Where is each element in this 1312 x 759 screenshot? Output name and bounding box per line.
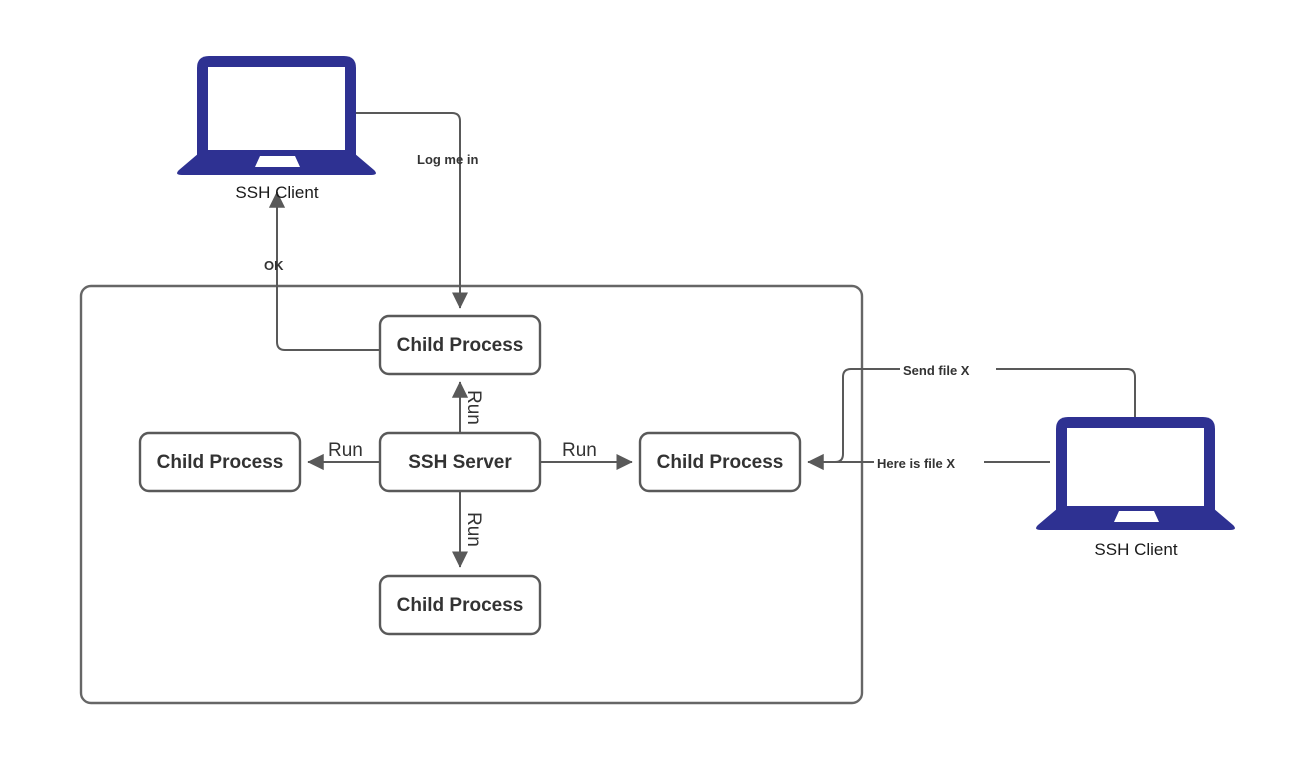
node-child-process-bottom[interactable]: Child Process bbox=[378, 574, 542, 636]
ssh-server-box[interactable] bbox=[378, 431, 542, 493]
ssh-client-right-label: SSH Client bbox=[1094, 540, 1177, 559]
laptop-trackpad-notch-right bbox=[1114, 511, 1159, 522]
connector-ok bbox=[268, 191, 380, 351]
ssh-server-label: SSH Server bbox=[408, 452, 512, 473]
node-child-process-right[interactable]: Child Process bbox=[638, 431, 802, 493]
child-process-left-box[interactable] bbox=[138, 431, 302, 493]
child-process-left-label: Child Process bbox=[157, 452, 284, 473]
laptop-screen-top bbox=[208, 67, 345, 150]
edge-label-run-up: Run bbox=[463, 390, 484, 425]
laptop-trackpad-notch-top bbox=[255, 156, 300, 167]
node-child-process-top[interactable]: Child Process bbox=[378, 314, 542, 376]
node-ssh-server[interactable]: SSH Server bbox=[378, 431, 542, 493]
edge-label-send-file-x: Send file X bbox=[903, 363, 970, 378]
edge-label-ok: OK bbox=[264, 258, 284, 273]
child-process-right-label: Child Process bbox=[657, 452, 784, 473]
ssh-server-host-boundary bbox=[79, 284, 864, 705]
child-process-bottom-label: Child Process bbox=[397, 595, 524, 616]
edge-label-run-left: Run bbox=[328, 440, 363, 461]
edge-label-log-me-in: Log me in bbox=[417, 152, 478, 167]
laptop-screen-right bbox=[1067, 428, 1204, 506]
node-child-process-left[interactable]: Child Process bbox=[138, 431, 302, 493]
ssh-client-top-laptop-icon bbox=[177, 56, 376, 175]
edge-label-run-down: Run bbox=[463, 512, 484, 547]
child-process-top-label: Child Process bbox=[397, 335, 524, 356]
connector-log-me-in bbox=[356, 112, 469, 309]
ssh-client-top-label: SSH Client bbox=[235, 183, 318, 202]
send-file-x-label-backdrop bbox=[900, 361, 996, 378]
connector-send-file-x bbox=[812, 368, 1136, 463]
edge-label-run-right: Run bbox=[562, 440, 597, 461]
child-process-right-box[interactable] bbox=[638, 431, 802, 493]
child-process-top-box[interactable] bbox=[378, 314, 542, 376]
child-process-bottom-box[interactable] bbox=[378, 574, 542, 636]
ssh-client-right-laptop-icon bbox=[1036, 417, 1235, 530]
edge-label-here-is-file-x: Here is file X bbox=[877, 456, 955, 471]
here-is-file-x-label-backdrop bbox=[874, 454, 984, 471]
